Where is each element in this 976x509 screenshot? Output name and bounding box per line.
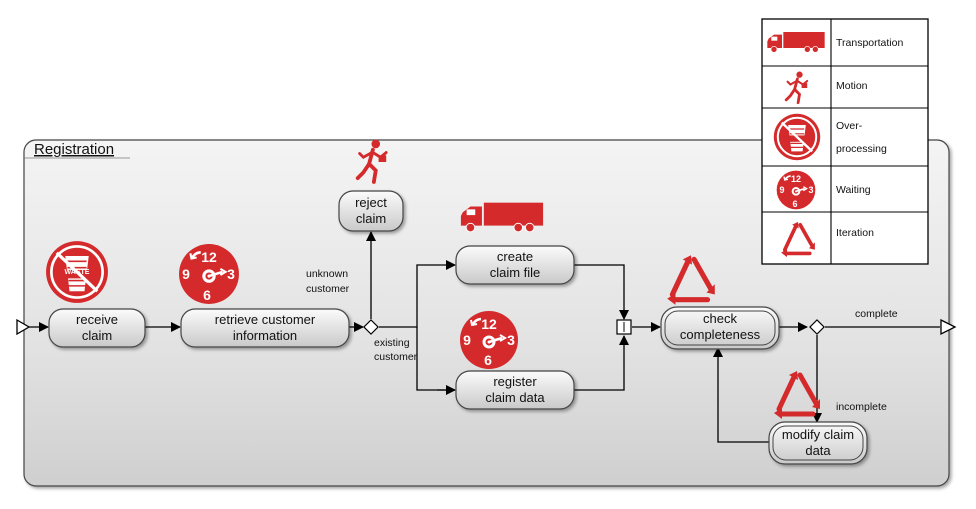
parallel-join-gateway [616, 319, 632, 335]
task-create-claim-file[interactable]: create claim file [455, 245, 575, 285]
legend-label: Waiting [836, 184, 871, 196]
legend-row-transportation: Transportation [766, 31, 903, 53]
task-label-line1: modify claim [782, 427, 854, 442]
svg-text:3: 3 [227, 266, 235, 282]
svg-text:6: 6 [203, 287, 211, 303]
sequence-flows [29, 231, 940, 443]
clock-icon: 12 9 3 6 [459, 310, 519, 370]
svg-text:9: 9 [463, 332, 471, 348]
end-event [940, 318, 957, 336]
completeness-gateway [809, 319, 825, 335]
flow-label-existing-customer: existing [374, 337, 410, 349]
flow-label-existing-customer-2: customer [374, 351, 418, 363]
task-check-completeness[interactable]: check completeness [660, 306, 780, 350]
task-reject-claim[interactable]: reject claim [338, 190, 404, 232]
waste-label: WASTE [65, 269, 90, 276]
svg-text:6: 6 [792, 199, 797, 209]
legend-label-line2: processing [836, 143, 887, 155]
legend-row-waiting: 12 9 3 6 Waiting [776, 170, 871, 210]
pool-title: Registration [34, 141, 114, 158]
flow-label-unknown-customer: unknown [306, 268, 348, 280]
waste-icon [773, 113, 821, 161]
task-label-line2: data [805, 443, 831, 458]
flow-label-complete: complete [855, 308, 898, 320]
task-label-line2: claim [356, 211, 386, 226]
flow-label-unknown-customer-2: customer [306, 283, 350, 295]
legend-label: Transportation [836, 37, 903, 49]
waste-icon: WASTE [45, 240, 109, 304]
task-label-line1: receive [76, 312, 118, 327]
task-label-line2: information [233, 328, 297, 343]
start-event [16, 318, 31, 336]
task-label-line2: claim file [490, 265, 541, 280]
svg-text:6: 6 [484, 352, 492, 368]
svg-text:3: 3 [808, 185, 813, 195]
svg-text:12: 12 [201, 249, 217, 265]
svg-text:12: 12 [481, 316, 497, 332]
legend-label: Iteration [836, 227, 874, 239]
task-label-line2: claim data [485, 390, 545, 405]
svg-text:3: 3 [507, 332, 515, 348]
customer-gateway [363, 319, 379, 335]
legend-row-over-processing: Over- processing [773, 113, 887, 161]
svg-text:9: 9 [182, 266, 190, 282]
svg-text:9: 9 [779, 185, 784, 195]
task-register-claim-data[interactable]: register claim data [455, 370, 575, 410]
task-label-line1: retrieve customer [215, 312, 316, 327]
legend-label: Motion [836, 80, 868, 92]
task-label-line2: completeness [680, 327, 761, 342]
task-retrieve-customer-information[interactable]: retrieve customer information [180, 308, 350, 348]
svg-text:12: 12 [791, 174, 801, 184]
clock-icon: 12 9 3 6 [178, 243, 240, 305]
task-label-line1: reject [355, 195, 387, 210]
legend-label-line1: Over- [836, 120, 863, 132]
legend-row-iteration: Iteration [779, 220, 874, 259]
legend: Transportation Motion Over- processing 1… [761, 18, 929, 265]
legend-row-motion: Motion [784, 70, 868, 105]
task-receive-claim[interactable]: receive claim [48, 308, 146, 348]
task-label-line1: register [493, 374, 537, 389]
task-label-line1: create [497, 249, 533, 264]
flow-label-incomplete: incomplete [836, 401, 887, 413]
task-label-line2: claim [82, 328, 112, 343]
task-modify-claim-data[interactable]: modify claim data [768, 421, 868, 465]
task-label-line1: check [703, 311, 737, 326]
